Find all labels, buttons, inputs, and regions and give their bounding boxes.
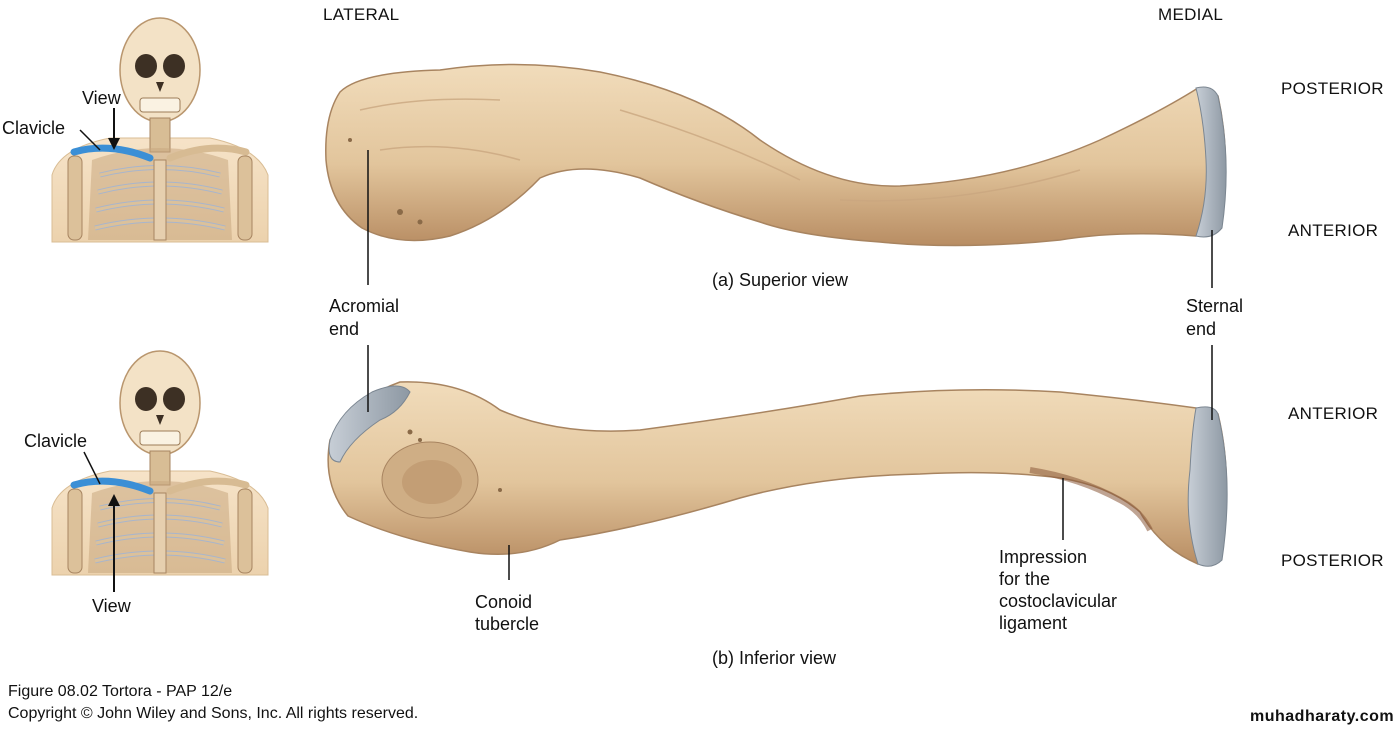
posterior-bottom-label: POSTERIOR	[1281, 551, 1384, 570]
superior-view-caption: (a) Superior view	[712, 270, 849, 290]
impression-label-line4: ligament	[999, 613, 1068, 633]
copyright-credit: Copyright © John Wiley and Sons, Inc. Al…	[8, 705, 419, 722]
anterior-bottom-label: ANTERIOR	[1288, 404, 1379, 423]
thumb-bottom-view-label: View	[92, 596, 131, 616]
acromial-end-label-line2: end	[329, 319, 360, 339]
medial-label: MEDIAL	[1158, 5, 1224, 24]
clavicle-superior-view	[325, 63, 1227, 247]
thumbnail-skeleton-superior	[51, 17, 269, 243]
impression-label-line3: costoclavicular	[999, 591, 1118, 611]
thumb-top-view-label: View	[82, 88, 121, 108]
watermark: muhadharaty.com	[1250, 708, 1395, 725]
anterior-top-label: ANTERIOR	[1288, 221, 1379, 240]
clavicle-inferior-view	[327, 381, 1228, 567]
impression-label-line1: Impression	[999, 547, 1088, 567]
sternal-end-label-line2: end	[1186, 319, 1217, 339]
inferior-view-caption: (b) Inferior view	[712, 648, 837, 668]
thumb-bottom-clavicle-label: Clavicle	[24, 431, 88, 451]
thumbnail-skeleton-inferior	[51, 350, 269, 592]
lateral-label: LATERAL	[323, 5, 400, 24]
acromial-end-label-line1: Acromial	[329, 296, 400, 316]
thumb-top-clavicle-label: Clavicle	[2, 118, 66, 138]
conoid-tubercle-label-line1: Conoid	[475, 592, 533, 612]
impression-label-line2: for the	[999, 569, 1051, 589]
conoid-tubercle-label-line2: tubercle	[475, 614, 540, 634]
posterior-top-label: POSTERIOR	[1281, 79, 1384, 98]
figure-credit: Figure 08.02 Tortora - PAP 12/e	[8, 683, 233, 700]
sternal-end-label-line1: Sternal	[1186, 296, 1244, 316]
